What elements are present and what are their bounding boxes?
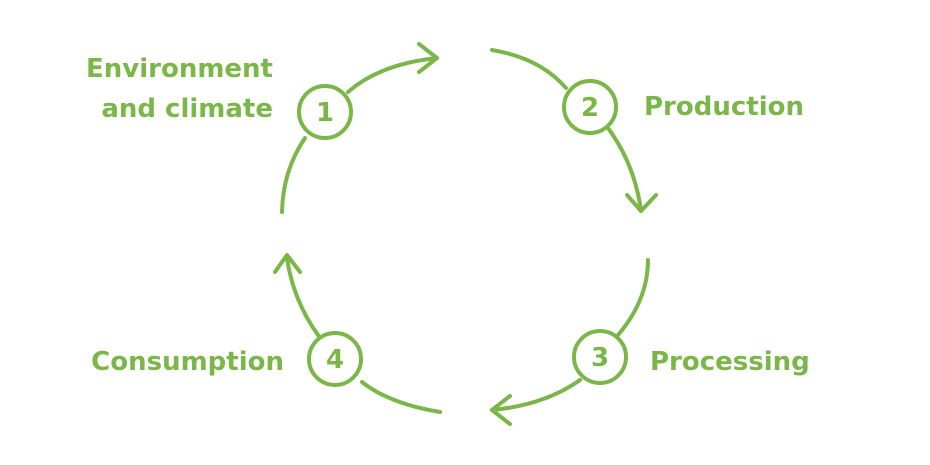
arrowhead-icon <box>625 193 658 213</box>
arrow-arc-production-to-processing <box>606 126 643 213</box>
stage-label-line: Production <box>644 92 804 122</box>
stage-label-line: Processing <box>650 347 810 377</box>
stage-label-line: and climate <box>101 94 273 124</box>
stage-label-line: Environment <box>86 54 273 84</box>
arrow-arc-processing-to-consumption <box>490 378 582 412</box>
stage-circle <box>307 331 363 387</box>
stage-label-line: Consumption <box>91 347 284 377</box>
stage-processing: 3 Processing <box>572 329 810 385</box>
stage-circle <box>572 329 628 385</box>
stage-environment-and-climate: 1 Environment and climate <box>86 54 353 140</box>
stage-number: 1 <box>316 98 334 128</box>
arrowhead-icon <box>417 42 439 74</box>
stage-number: 4 <box>326 345 344 375</box>
arrow-arc-top-right <box>490 48 568 90</box>
stage-number: 3 <box>591 343 609 373</box>
arrow-arc-right-lower <box>616 258 650 337</box>
stage-production: 2 Production <box>562 79 804 135</box>
arrow-arc-bottom-left <box>360 380 442 414</box>
cycle-arrows <box>273 42 658 426</box>
stage-consumption: 4 Consumption <box>91 331 363 387</box>
arrowhead-icon <box>273 253 302 274</box>
arrow-arc-environment-to-production <box>346 56 439 94</box>
stage-circle <box>297 84 353 140</box>
arrowhead-icon <box>490 394 512 426</box>
stage-circle <box>562 79 618 135</box>
stage-number: 2 <box>581 93 599 123</box>
arrow-arc-left-upper <box>280 136 307 214</box>
arrow-arc-consumption-to-environment <box>285 256 320 337</box>
